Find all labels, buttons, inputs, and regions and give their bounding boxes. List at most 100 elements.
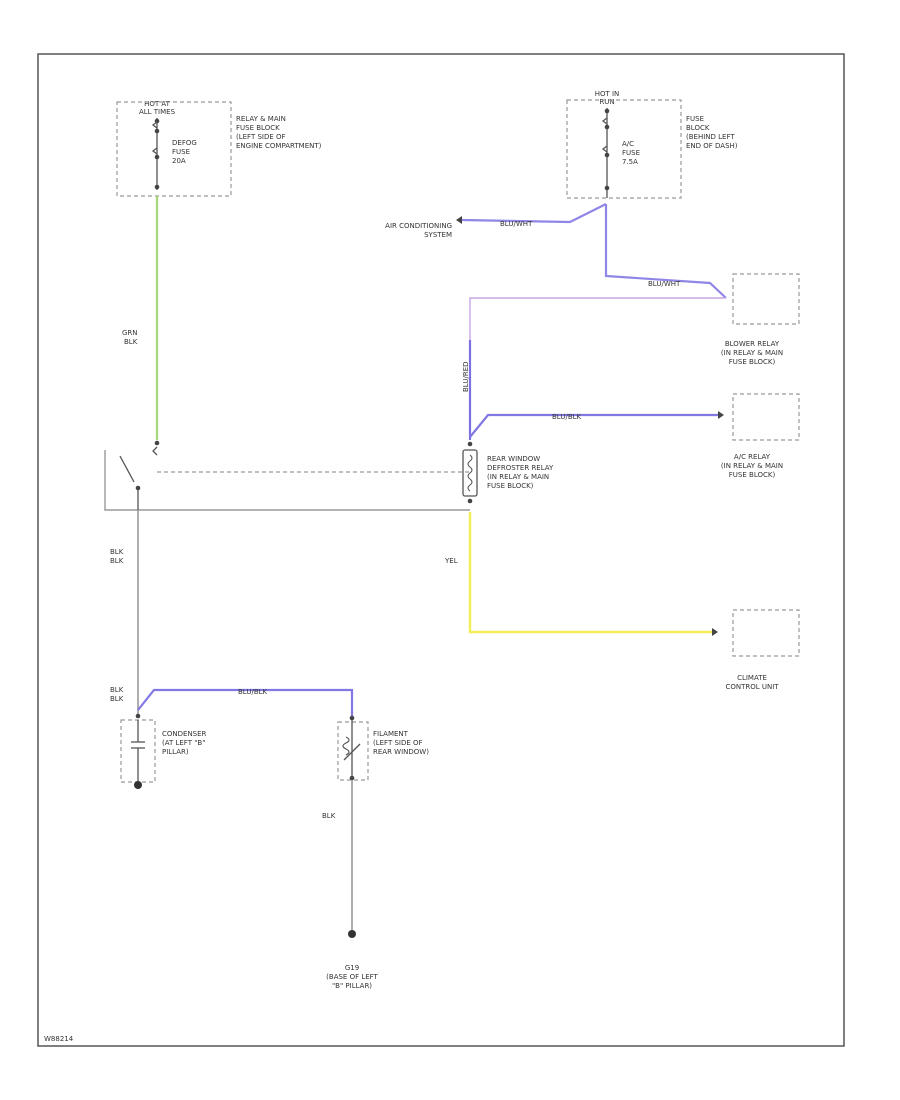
defroster-relay-label-2: DEFROSTER RELAY	[487, 464, 554, 472]
climate-unit-label-1: CLIMATE	[737, 674, 767, 682]
ac-relay: A/C RELAY (IN RELAY & MAIN FUSE BLOCK)	[721, 393, 800, 479]
fuse-arrow-icon	[151, 121, 158, 129]
ground-label-1: G19	[345, 964, 359, 972]
ac-fuse-arrow-icon-2	[601, 145, 608, 153]
hot-in-run-label-1: HOT IN	[595, 90, 620, 98]
wire-blk-ground-label: BLK	[322, 812, 336, 820]
defog-fuse-word: FUSE	[172, 148, 190, 156]
ac-system-arrow-icon	[456, 216, 462, 224]
ac-fuse-word: FUSE	[622, 149, 640, 157]
condenser-terminal	[135, 713, 141, 719]
ac-relay-label-2: (IN RELAY & MAIN	[721, 462, 783, 470]
ac-fuse-block: HOT IN RUN A/C FUSE 7.5A FUSE BLOCK (BEH…	[566, 90, 738, 199]
ground-label-2: (BASE OF LEFT	[326, 973, 378, 981]
dash-fuse-block-outline	[566, 99, 682, 199]
wire-blk-lower-label-1: BLK	[110, 686, 124, 694]
ac-fuse-terminal-lower	[604, 152, 610, 158]
blower-relay: BLOWER RELAY (IN RELAY & MAIN FUSE BLOCK…	[721, 273, 800, 366]
ac-system-label-1: AIR CONDITIONING	[385, 222, 452, 230]
blower-relay-label-3: FUSE BLOCK)	[729, 358, 776, 366]
filament-label-1: FILAMENT	[373, 730, 409, 738]
condenser-label-1: CONDENSER	[162, 730, 207, 738]
climate-unit-outline	[732, 609, 800, 657]
fuse-terminal-bottom	[154, 184, 160, 190]
hot-at-all-times-label-2: ALL TIMES	[139, 108, 176, 116]
diagram-code: W88214	[44, 1035, 74, 1043]
wire-yel	[468, 512, 712, 634]
defog-location-4: ENGINE COMPARTMENT)	[236, 142, 322, 150]
ac-relay-outline	[732, 393, 800, 441]
ac-location-4: END OF DASH)	[686, 142, 738, 150]
coil-terminal-bottom	[467, 498, 473, 504]
defroster-relay-label-4: FUSE BLOCK)	[487, 482, 534, 490]
blower-relay-label-1: BLOWER RELAY	[725, 340, 780, 348]
condenser-label-3: PILLAR)	[162, 748, 189, 756]
ac-system-label-2: SYSTEM	[424, 231, 452, 239]
relay-switch-contact	[119, 455, 135, 483]
blower-relay-outline	[732, 273, 800, 325]
ac-relay-label-3: FUSE BLOCK)	[729, 471, 776, 479]
defroster-relay-label-1: REAR WINDOW	[487, 455, 540, 463]
wire-blk-upper-label-1: BLK	[110, 548, 124, 556]
wire-blu-wht-blower-label: BLU/WHT	[648, 280, 681, 288]
filament-element-icon	[342, 736, 350, 756]
filament-label-2: (LEFT SIDE OF	[373, 739, 423, 747]
ac-location-3: (BEHIND LEFT	[686, 133, 735, 141]
fuse-arrow-icon-2	[151, 147, 158, 155]
wire-blk-lower-label-2: BLK	[110, 695, 124, 703]
defog-location-1: RELAY & MAIN	[236, 115, 286, 123]
relay-input-arrow-icon	[152, 446, 158, 456]
wire-blu-wht-blower	[604, 204, 727, 299]
hot-at-all-times-label-1: HOT AT	[144, 100, 171, 108]
condenser-ground-icon	[134, 781, 142, 789]
defog-location-3: (LEFT SIDE OF	[236, 133, 286, 141]
defog-fuse-name: DEFOG	[172, 139, 197, 147]
ac-fuse-terminal-bottom	[604, 185, 610, 191]
filament-terminal-bottom	[349, 775, 355, 781]
filament-terminal-top	[349, 715, 355, 721]
ground-g19-icon	[348, 930, 356, 938]
wire-blu-blk-filament-label: BLU/BLK	[238, 688, 268, 696]
coil-terminal-top	[467, 441, 473, 447]
coil-winding-icon	[467, 454, 473, 492]
climate-unit-label-2: CONTROL UNIT	[725, 683, 779, 691]
blower-relay-label-2: (IN RELAY & MAIN	[721, 349, 783, 357]
climate-arrow-icon	[712, 628, 718, 636]
defroster-relay-label-3: (IN RELAY & MAIN	[487, 473, 549, 481]
ac-location-2: BLOCK	[686, 124, 710, 132]
defroster-relay: REAR WINDOW DEFROSTER RELAY (IN RELAY & …	[104, 440, 554, 511]
relay-switch-pivot	[135, 485, 141, 491]
defog-location-2: FUSE BLOCK	[236, 124, 280, 132]
diagram-frame	[37, 53, 845, 1047]
wire-blu-blk-filament	[137, 688, 354, 716]
wire-grn-blk-label-1: GRN	[122, 329, 138, 337]
relay-input-terminal	[154, 440, 160, 446]
filament: FILAMENT (LEFT SIDE OF REAR WINDOW)	[337, 715, 429, 781]
ac-fuse-name: A/C	[622, 140, 634, 148]
ac-fuse-arrow-icon	[601, 117, 608, 125]
wire-blu-wht-top-label: BLU/WHT	[500, 220, 533, 228]
wire-blu-blk-ac-label: BLU/BLK	[552, 413, 582, 421]
relay-main-fuse-block-outline	[116, 101, 232, 197]
filament-outline	[337, 721, 369, 781]
filament-slash-icon	[343, 743, 361, 761]
hot-in-run-label-2: RUN	[599, 98, 614, 106]
ac-fuse-terminal-mid	[604, 124, 610, 130]
wire-yel-label: YEL	[444, 557, 458, 565]
ac-relay-label-1: A/C RELAY	[734, 453, 771, 461]
relay-coil-icon	[462, 449, 478, 497]
ground-label-3: "B" PILLAR)	[332, 982, 372, 990]
filament-label-3: REAR WINDOW)	[373, 748, 429, 756]
defog-fuse-block: HOT AT ALL TIMES DEFOG FUSE 20A RELAY & …	[116, 100, 322, 197]
fuse-terminal-mid	[154, 128, 160, 134]
ac-location-1: FUSE	[686, 115, 704, 123]
relay-body-outline	[104, 450, 470, 511]
condenser-label-2: (AT LEFT "B"	[162, 739, 205, 747]
climate-control-unit: CLIMATE CONTROL UNIT	[725, 609, 800, 691]
wire-blu-blk-ac-relay	[469, 413, 718, 438]
ac-relay-arrow-icon	[718, 411, 724, 419]
ac-fuse-rating: 7.5A	[622, 158, 638, 166]
wire-blu-wht-ac-system	[461, 203, 607, 224]
defog-fuse-rating: 20A	[172, 157, 186, 165]
